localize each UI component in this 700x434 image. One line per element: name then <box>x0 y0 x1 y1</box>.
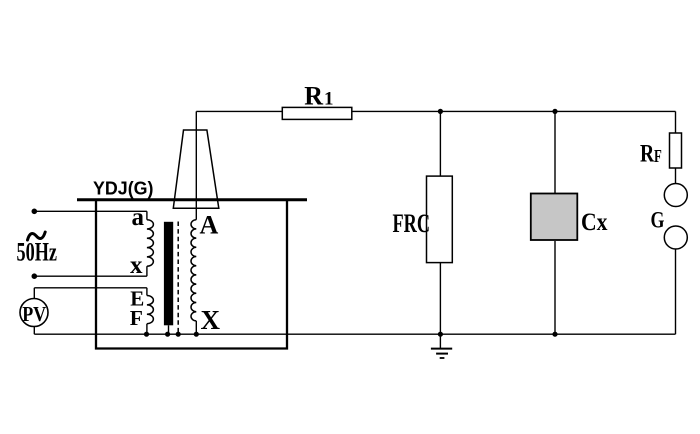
svg-text:F: F <box>654 146 662 166</box>
svg-text:A: A <box>200 211 219 240</box>
svg-text:x: x <box>130 252 143 279</box>
svg-text:a: a <box>132 204 145 231</box>
svg-text:E: E <box>130 286 144 310</box>
svg-text:R: R <box>640 141 655 168</box>
svg-text:FRC: FRC <box>393 209 431 238</box>
svg-text:YDJ(G): YDJ(G) <box>93 177 154 198</box>
svg-text:50Hz: 50Hz <box>17 237 58 266</box>
svg-text:Cx: Cx <box>581 209 608 236</box>
svg-text:R: R <box>304 82 323 111</box>
svg-text:G: G <box>651 207 665 233</box>
svg-text:1: 1 <box>324 89 334 110</box>
svg-text:PV: PV <box>22 302 46 326</box>
svg-text:F: F <box>130 306 143 330</box>
svg-text:X: X <box>201 305 221 335</box>
